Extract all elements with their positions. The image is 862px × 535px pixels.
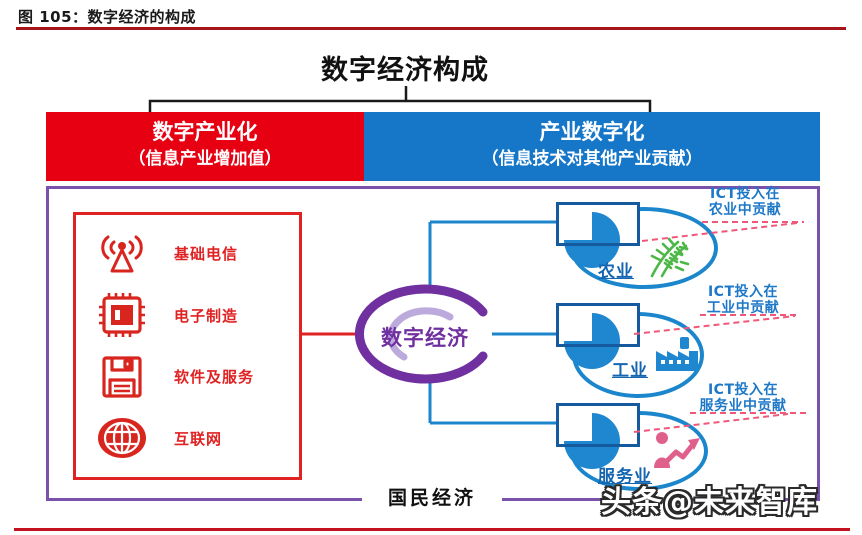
center-badge-label: 数字经济 — [381, 326, 469, 350]
monitor-icon — [556, 202, 640, 246]
item-label: 软件及服务 — [174, 368, 255, 387]
ict-note-agriculture: ICT投入在 农业中贡献 — [678, 186, 812, 218]
figure-caption: 图 105：数字经济的构成 — [18, 8, 197, 26]
list-item: 电子制造 — [96, 290, 299, 340]
ict-note-line1: ICT投入在 — [709, 186, 781, 202]
branch-label: 产业数字化 — [539, 120, 645, 144]
list-item: 互联网 — [96, 413, 299, 463]
sector-label-industry: 工业 — [612, 361, 648, 381]
item-label: 电子制造 — [174, 306, 239, 325]
item-label: 互联网 — [174, 429, 223, 448]
globe-icon — [96, 413, 148, 463]
caption-underline — [16, 27, 846, 30]
factory-icon — [652, 335, 702, 377]
branch-digital-industrialization: 数字产业化 （信息产业增加值） — [46, 112, 364, 181]
list-item: 软件及服务 — [96, 352, 299, 402]
antenna-icon — [96, 229, 148, 279]
branch-industry-digitalization: 产业数字化 （信息技术对其他产业贡献） — [364, 112, 820, 181]
pie-chart-icon — [564, 313, 620, 369]
ict-note-line2: 服务业中贡献 — [699, 398, 787, 414]
diagram-title: 数字经济构成 — [321, 55, 489, 86]
wheat-icon — [638, 234, 696, 282]
chip-icon — [96, 290, 148, 340]
sector-label-services: 服务业 — [598, 467, 652, 487]
pie-chart-icon — [564, 212, 620, 268]
title-bracket — [148, 86, 652, 112]
pie-chart-icon — [564, 413, 620, 469]
ict-note-line1: ICT投入在 — [707, 284, 779, 300]
branch-sublabel: （信息技术对其他产业贡献） — [481, 149, 703, 169]
monitor-icon — [556, 303, 640, 347]
list-item: 基础电信 — [96, 229, 299, 279]
bottom-rule — [14, 528, 850, 531]
ict-note-line2: 农业中贡献 — [708, 202, 782, 218]
branch-sublabel: （信息产业增加值） — [128, 149, 282, 169]
digital-industry-items-box: 基础电信 电子制造 — [73, 212, 302, 480]
ict-note-industry: ICT投入在 工业中贡献 — [676, 284, 810, 316]
sector-label-agriculture: 农业 — [598, 262, 634, 282]
item-label: 基础电信 — [174, 245, 239, 264]
footer-label-national-economy: 国民经济 — [362, 485, 502, 511]
ict-note-line1: ICT投入在 — [707, 382, 779, 398]
branch-label: 数字产业化 — [152, 120, 258, 144]
ict-note-services: ICT投入在 服务业中贡献 — [676, 382, 810, 414]
person-chart-icon — [650, 430, 702, 476]
watermark: 头条@未来智库 — [601, 485, 818, 520]
floppy-icon — [96, 352, 148, 402]
ict-note-line2: 工业中贡献 — [706, 300, 780, 316]
monitor-icon — [556, 403, 640, 447]
